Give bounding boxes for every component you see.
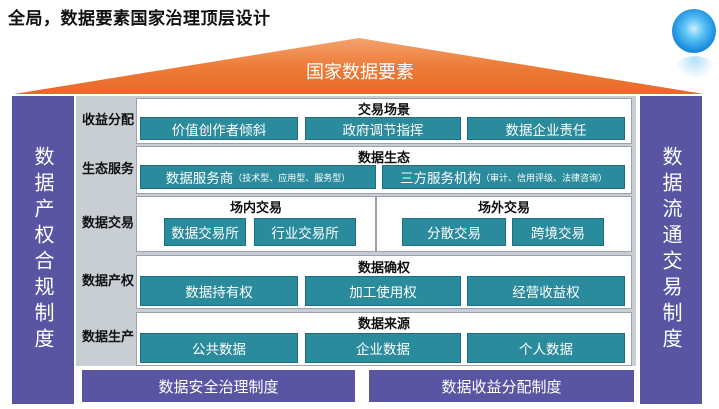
- panel-title-data-rights: 数据确权: [357, 261, 410, 276]
- panel-title-data-eco: 数据生态: [357, 151, 410, 166]
- box-distributed-trade: 分散交易: [402, 218, 506, 246]
- box-main-text: 三方服务机构: [399, 171, 481, 187]
- box-industry-exchange: 行业交易所: [254, 218, 356, 246]
- globe-reflection: [676, 56, 714, 78]
- box-personal-data: 个人数据: [467, 333, 625, 363]
- box-data-exchange: 数据交易所: [164, 218, 246, 246]
- roof: [14, 38, 704, 94]
- box-public-data: 公共数据: [140, 333, 298, 363]
- layer-label-income: 收益分配: [82, 113, 135, 129]
- box-note-text: （技术型、应用型、服务型）: [233, 173, 351, 184]
- panel-title-trade-scene: 交易场景: [357, 103, 410, 118]
- roof-title: 国家数据要素: [306, 62, 414, 83]
- box-third-party: 三方服务机构（审计、信用评级、法律咨询）: [382, 165, 625, 189]
- box-revenue-right: 经营收益权: [467, 276, 625, 306]
- right-pillar: 数据流通交易制度: [640, 96, 702, 404]
- panel-title-onsite: 场内交易: [229, 201, 282, 216]
- layer-label-production: 数据生产: [82, 330, 135, 346]
- page-title: 全局，数据要素国家治理顶层设计: [8, 9, 271, 29]
- panel-title-data-source: 数据来源: [357, 317, 410, 332]
- box-processing-right: 加工使用权: [305, 276, 461, 306]
- layer-label-eco: 生态服务: [82, 162, 135, 178]
- layer-label-trade: 数据交易: [82, 216, 135, 232]
- box-data-service-provider: 数据服务商（技术型、应用型、服务型）: [140, 165, 376, 189]
- box-enterprise-data: 企业数据: [305, 333, 461, 363]
- layer-label-property: 数据产权: [82, 274, 135, 290]
- bottom-bar-revenue: 数据收益分配制度: [369, 370, 634, 402]
- left-pillar: 数据产权合规制度: [12, 96, 74, 404]
- panel-title-offsite: 场外交易: [477, 201, 530, 216]
- globe-icon: [672, 9, 716, 53]
- box-main-text: 数据服务商: [165, 171, 234, 187]
- box-enterprise-duty: 数据企业责任: [467, 117, 625, 140]
- box-holding-right: 数据持有权: [140, 276, 298, 306]
- box-value-creator: 价值创作者倾斜: [140, 117, 298, 140]
- box-cross-border-trade: 跨境交易: [512, 218, 604, 246]
- box-government: 政府调节指挥: [305, 117, 461, 140]
- bottom-bar-security: 数据安全治理制度: [82, 370, 355, 402]
- box-note-text: （审计、信用评级、法律咨询）: [480, 173, 607, 184]
